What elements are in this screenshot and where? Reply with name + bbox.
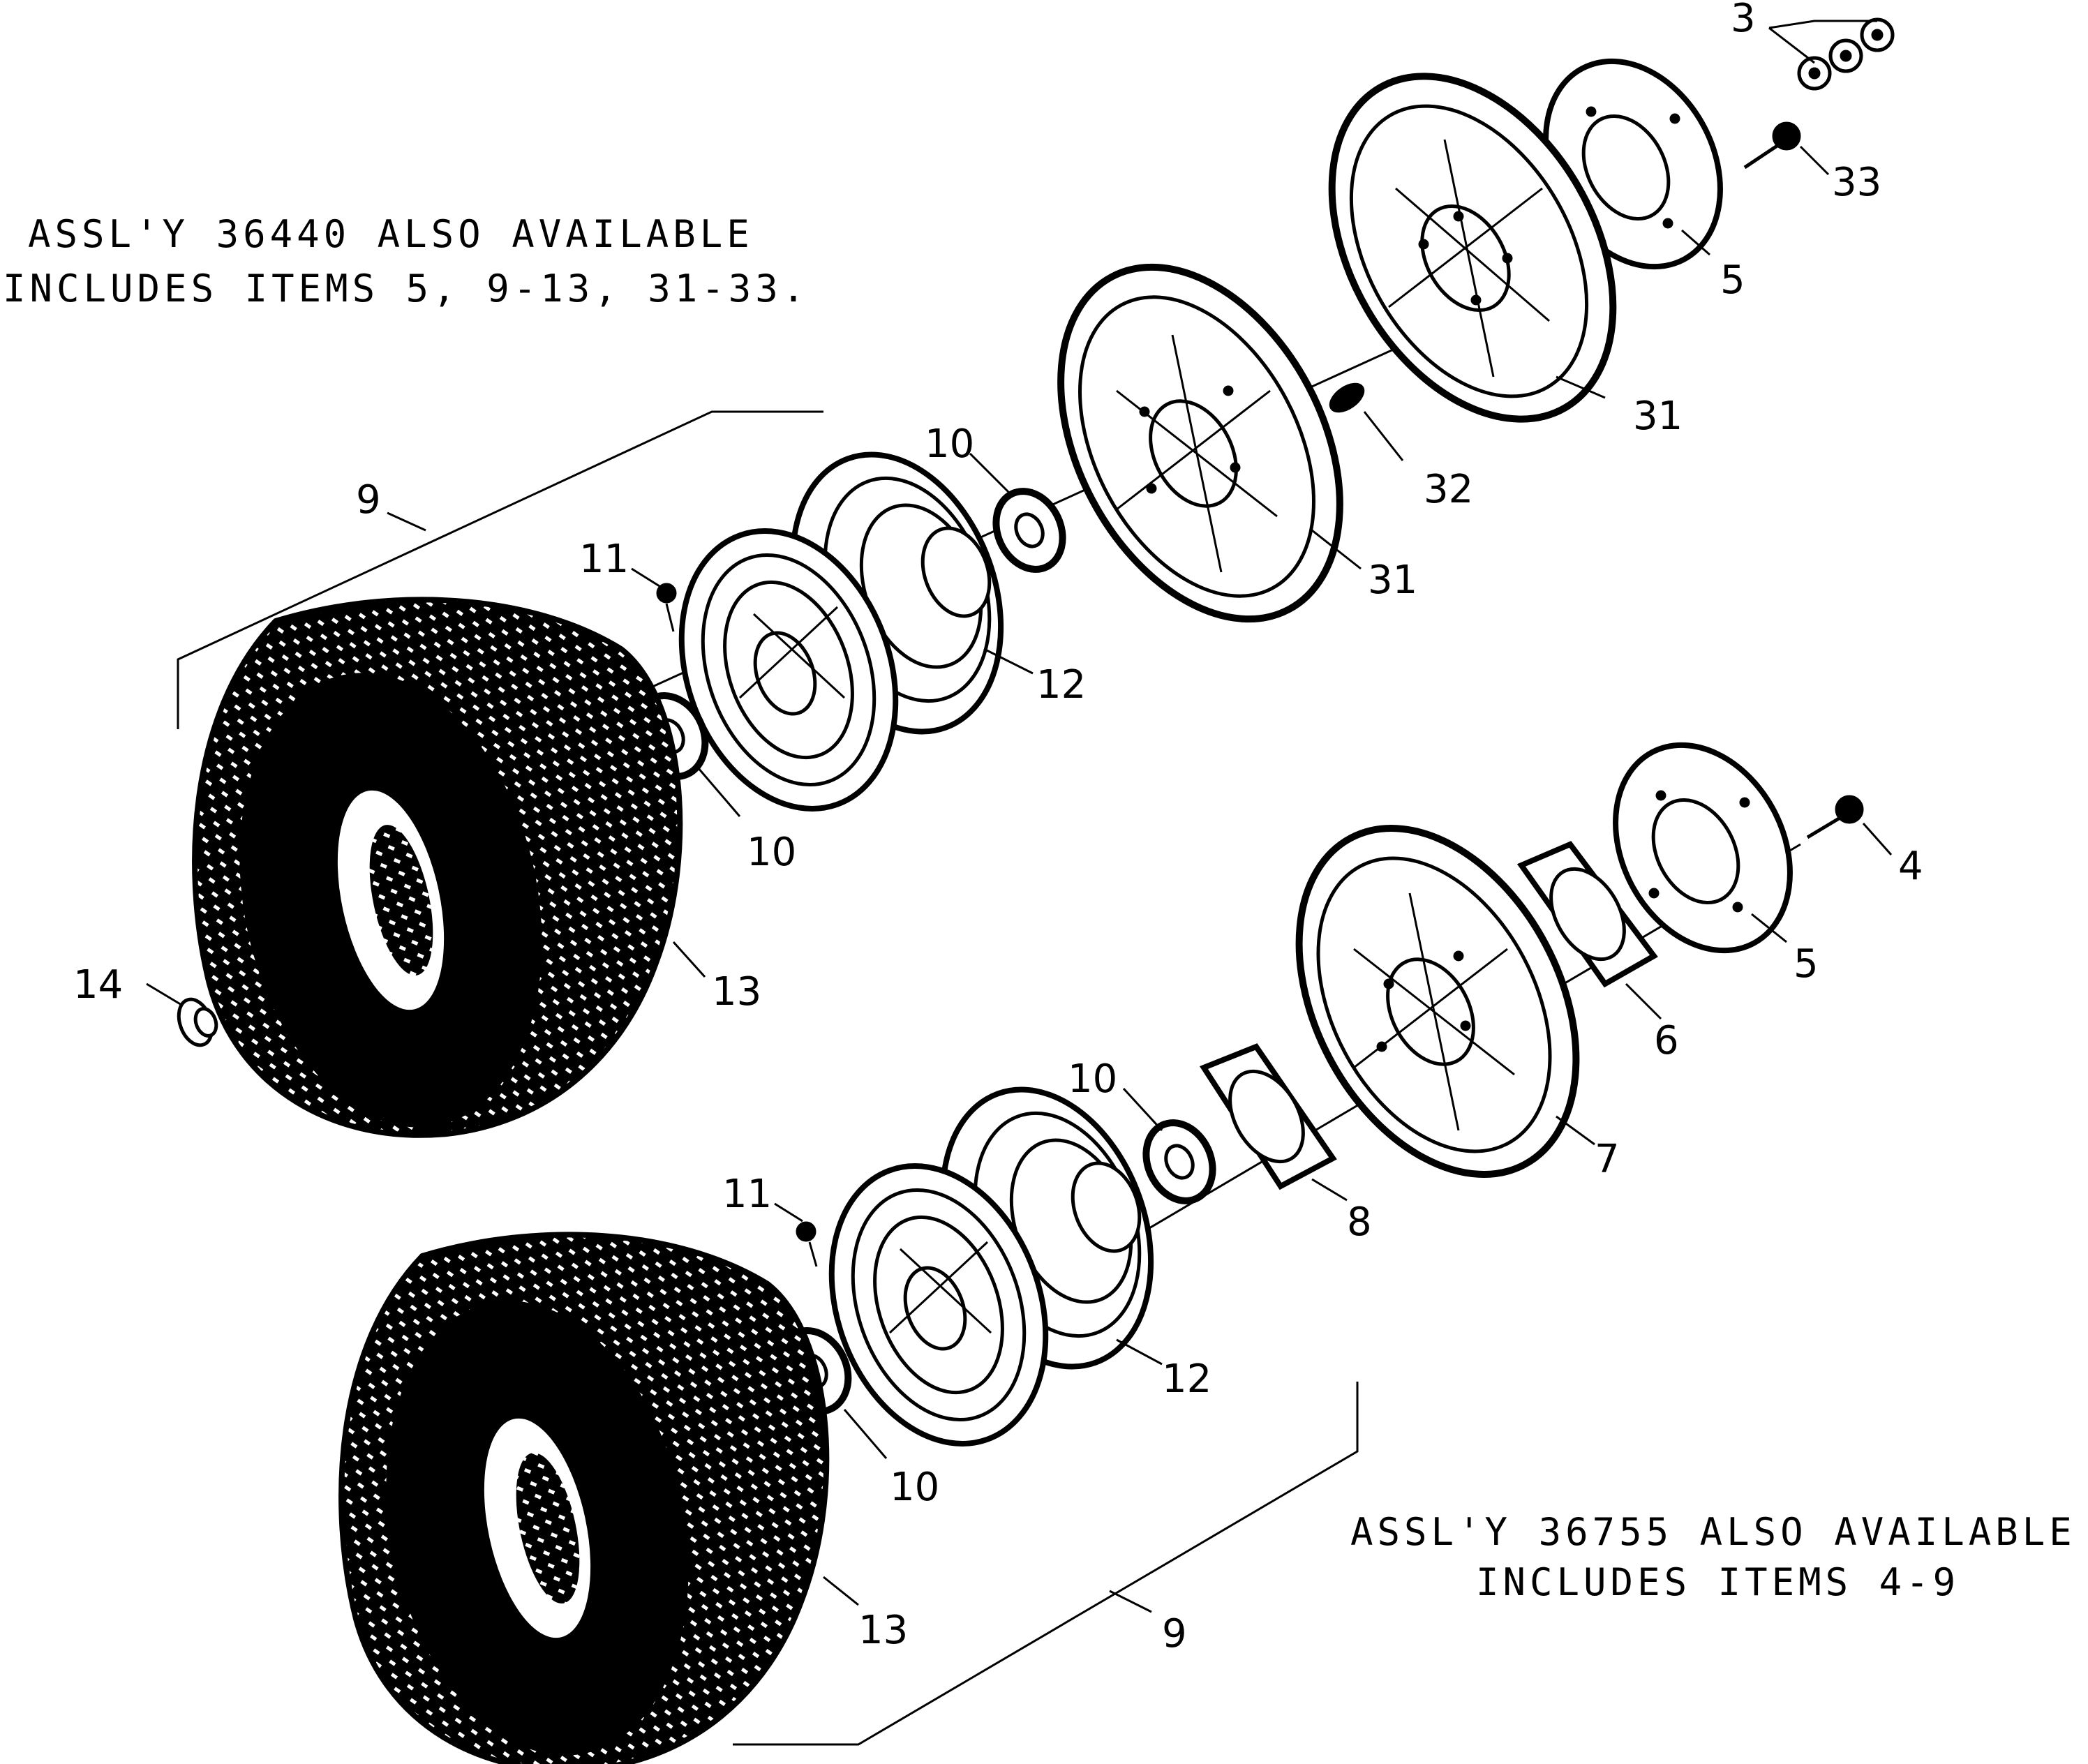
callout-10-top: 10 [925, 421, 974, 467]
hub-plate-bottom [1613, 742, 1793, 954]
tire-13-bottom [338, 1232, 830, 1764]
callout-31-top: 31 [1633, 394, 1683, 439]
callout-5-top: 5 [1720, 257, 1745, 303]
callout-12-top: 12 [1036, 662, 1086, 708]
leader-33 [1799, 145, 1830, 176]
bearing-10-bottom-upper [1142, 1119, 1216, 1204]
rim-12-front-top [678, 528, 899, 812]
leader-31-top [1556, 375, 1606, 399]
callout-10-top-b: 10 [747, 830, 796, 875]
pulley-31-front [1057, 263, 1343, 623]
callout-13-bot: 13 [858, 1608, 908, 1653]
leader-5-bot [1751, 913, 1787, 943]
valve-11-bottom [796, 1221, 818, 1267]
bracket-9-top [177, 410, 823, 729]
pin-32 [1329, 382, 1365, 413]
note-top-line1: ASSL'Y 36440 ALSO AVAILABLE [28, 212, 754, 256]
leader-7 [1556, 1115, 1595, 1146]
pulley-7 [1295, 825, 1580, 1178]
leader-12-top [983, 648, 1034, 675]
note-bottom-line2: INCLUDES ITEMS 4-9 [1476, 1560, 1960, 1604]
leader-10-bot-b [843, 1409, 888, 1459]
leader-4 [1862, 823, 1893, 855]
leader-11-bot [774, 1202, 803, 1223]
top-nuts-group [1768, 17, 1895, 91]
leader-9-bot [1109, 1590, 1152, 1613]
callout-9-bot: 9 [1162, 1611, 1187, 1657]
callout-6: 6 [1654, 1018, 1679, 1063]
leader-8 [1311, 1178, 1348, 1202]
callout-4: 4 [1898, 844, 1923, 889]
bracket-9-bottom [733, 1382, 1359, 1746]
gasket-6 [1516, 841, 1658, 988]
callout-10-bot-b: 10 [890, 1465, 939, 1510]
leader-6 [1625, 982, 1662, 1020]
rim-12-bottom-front [828, 1163, 1049, 1447]
leader-13-top [672, 941, 706, 978]
bearing-10-top-upper [992, 488, 1066, 573]
callout-10-bot: 10 [1068, 1056, 1117, 1102]
gasket-8 [1200, 1043, 1337, 1190]
pulley-31-rear [1328, 73, 1617, 423]
leader-11-top [631, 567, 660, 588]
callout-12-bot: 12 [1162, 1356, 1211, 1402]
stud-33 [1743, 121, 1801, 170]
note-top-line2: INCLUDES ITEMS 5, 9-13, 31-33. [3, 267, 810, 311]
valve-11-top [656, 583, 677, 632]
callout-9-top: 9 [356, 477, 381, 523]
stud-4 [1806, 795, 1864, 839]
tire-13-top [192, 597, 683, 1138]
callout-11-bot: 11 [722, 1172, 772, 1217]
callout-8: 8 [1347, 1199, 1372, 1245]
leader-32 [1363, 411, 1404, 461]
note-bottom-line1: ASSL'Y 36755 ALSO AVAILABLE [1350, 1510, 2076, 1554]
callout-3: 3 [1731, 0, 1756, 41]
leader-10-top-b [696, 767, 741, 817]
callout-5-bot: 5 [1794, 941, 1819, 987]
leader-14 [146, 982, 182, 1006]
leader-31-mid [1311, 529, 1362, 570]
leader-10-bot [1122, 1087, 1163, 1132]
callout-13-top: 13 [712, 969, 761, 1015]
leader-9-top [387, 511, 426, 532]
leader-5-top [1681, 229, 1710, 256]
callout-11-top: 11 [579, 537, 629, 582]
callout-33: 33 [1832, 160, 1881, 205]
callout-7: 7 [1595, 1137, 1620, 1182]
clip-14 [177, 997, 218, 1047]
callout-32: 32 [1424, 467, 1473, 512]
leader-12-bot [1116, 1338, 1163, 1366]
callout-14: 14 [73, 962, 123, 1008]
leader-10-top [969, 452, 1013, 497]
leader-13-bot [823, 1576, 859, 1606]
callout-31-mid: 31 [1368, 558, 1417, 603]
